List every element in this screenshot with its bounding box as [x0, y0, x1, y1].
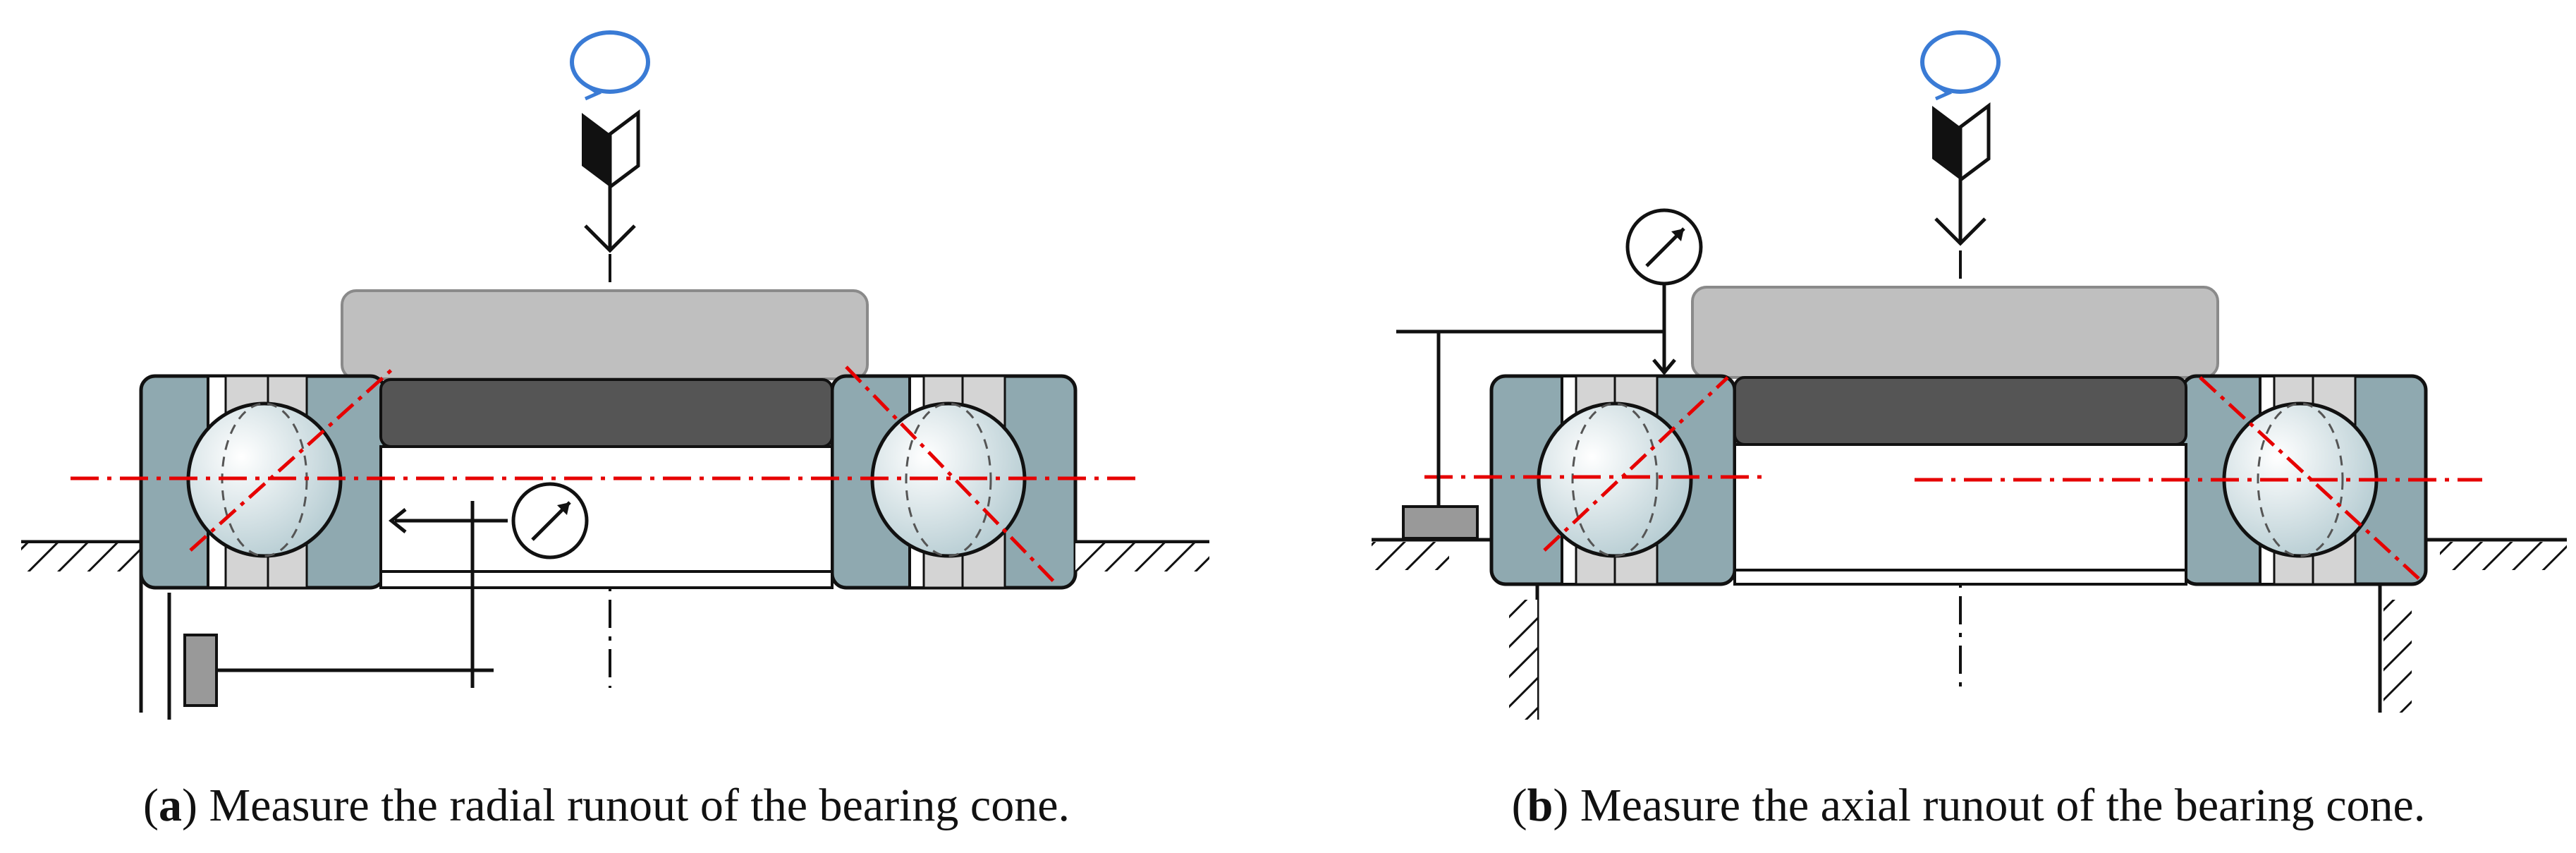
contact-angle-line-right	[845, 365, 1059, 587]
caption-b: (b) Measure the axial runout of the bear…	[1511, 780, 2426, 831]
ground-right	[2378, 538, 2567, 713]
load-chevron-icon	[582, 109, 640, 253]
bore	[379, 445, 834, 589]
left-bearing-section	[1489, 374, 1737, 586]
dial-gauge-icon	[1625, 208, 1703, 286]
inner-ring	[1733, 376, 2187, 446]
caption-a-text: Measure the radial runout of the bearing…	[209, 780, 1070, 831]
dial-gauge-stand	[1396, 281, 1676, 540]
load-chevron-icon	[1932, 102, 1991, 246]
rotation-arrow-icon	[570, 30, 650, 101]
contact-angle-line-left	[1543, 376, 1729, 552]
inner-ring	[379, 378, 834, 448]
contact-angle-line-right	[2199, 376, 2420, 580]
panel-b-axial-runout	[1372, 30, 2567, 720]
caption-a: (a) Measure the radial runout of the bea…	[143, 780, 1070, 831]
ground-right	[1075, 540, 1209, 571]
right-bearing-section	[830, 374, 1078, 590]
dial-gauge-stand	[167, 501, 508, 720]
bearing-cone	[1691, 286, 2219, 379]
caption-b-text: Measure the axial runout of the bearing …	[1580, 780, 2426, 831]
caption-a-label: a	[158, 780, 182, 831]
caption-b-label: b	[1527, 780, 1553, 831]
dial-gauge-icon	[511, 482, 589, 559]
bore	[1733, 443, 2187, 586]
ground-left	[21, 540, 143, 713]
contact-angle-line-left	[189, 365, 396, 552]
left-bearing-section	[139, 374, 386, 590]
bearing-cone	[341, 289, 869, 380]
rotation-arrow-icon	[1920, 30, 2001, 101]
panel-a-radial-runout	[21, 30, 1209, 720]
